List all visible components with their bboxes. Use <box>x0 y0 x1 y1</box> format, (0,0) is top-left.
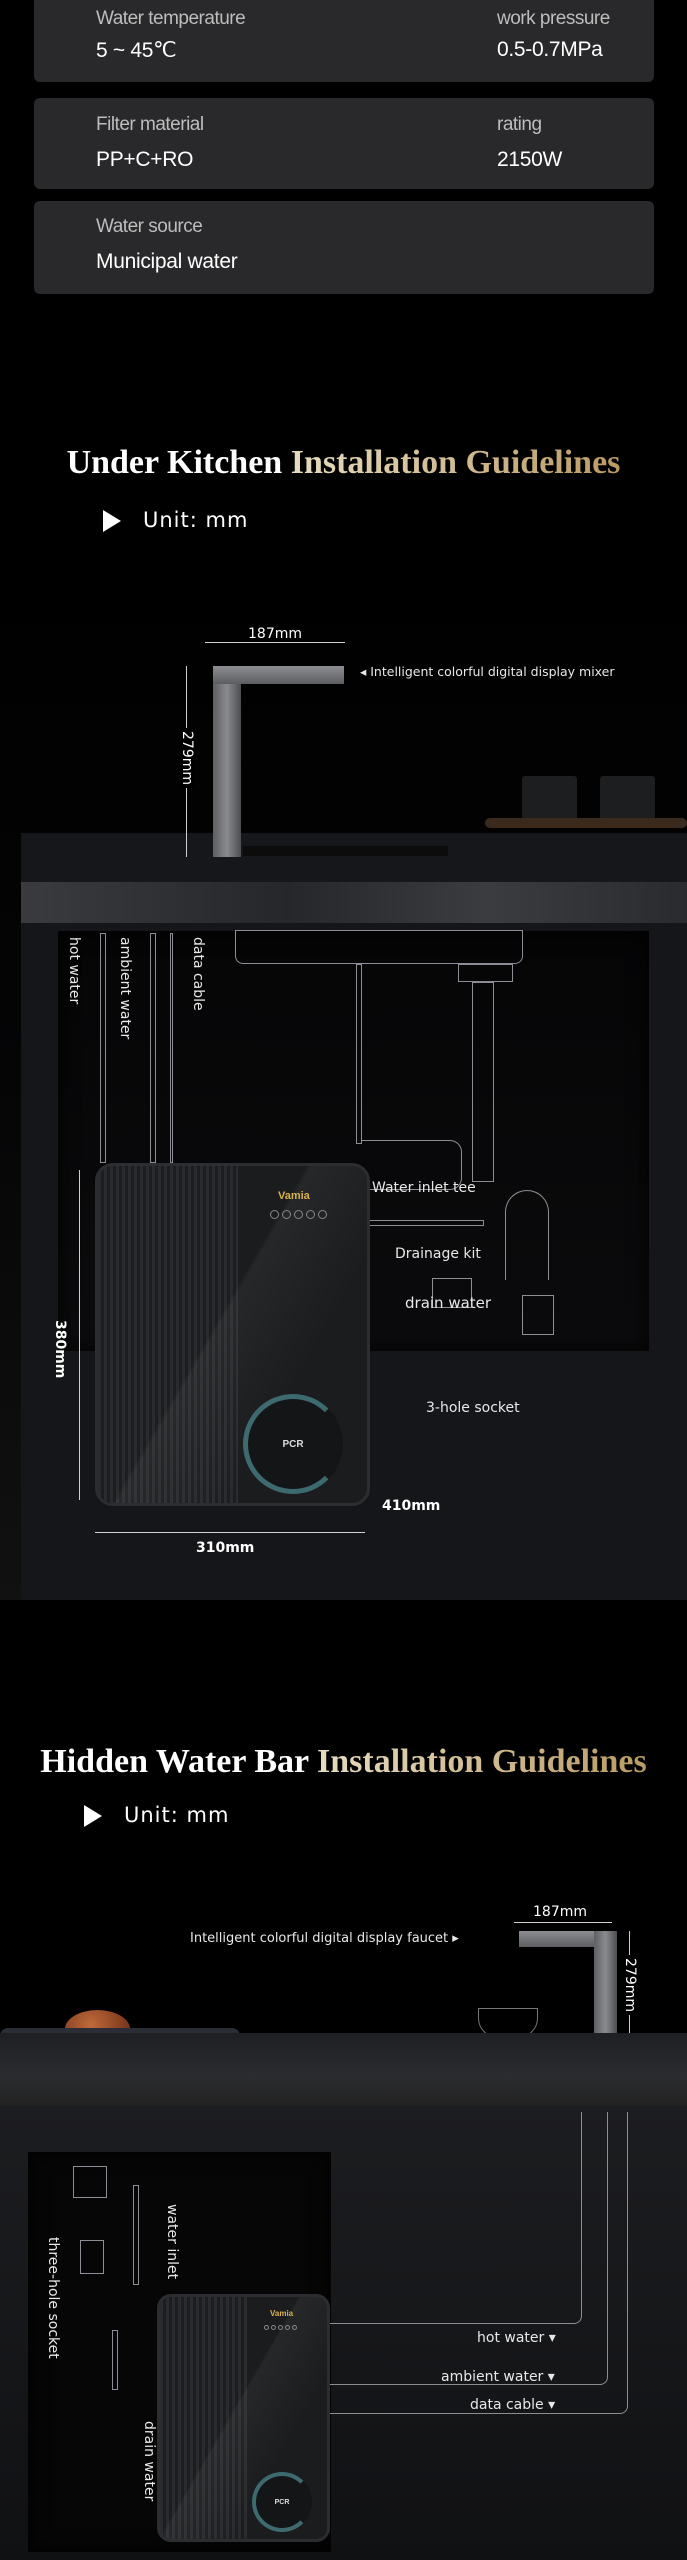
spec-label: Water source <box>96 216 203 237</box>
ambient-water-label: ambient water <box>117 937 133 1040</box>
spec-label: work pressure <box>497 8 610 29</box>
ambient-water-pipe <box>330 2112 608 2385</box>
ambient-water-label: ambient water ▾ <box>441 2369 555 2385</box>
depth-dim: 410mm <box>382 1498 441 1514</box>
drain-pipe <box>112 2330 118 2390</box>
spec-value: PP+C+RO <box>96 148 194 171</box>
spec-value: Municipal water <box>96 250 238 273</box>
title-white: Under Kitchen <box>66 444 291 481</box>
drain-line <box>364 1220 484 1226</box>
spec-value: 2150W <box>497 148 563 171</box>
inlet-pipe <box>133 2185 139 2285</box>
play-triangle-icon <box>84 1805 102 1827</box>
width-dim: 310mm <box>196 1540 255 1556</box>
spec-value: 5 ~ 45℃ <box>96 39 177 62</box>
mixer-spout <box>213 666 344 684</box>
water-purifier-unit: Vamia PCR <box>95 1163 370 1506</box>
faucet-height-dim: 279mm <box>622 1955 638 2015</box>
inlet-pipe <box>356 964 362 1144</box>
water-purifier-unit: Vamia PCR <box>157 2294 330 2542</box>
hot-water-label: hot water <box>66 937 82 1005</box>
pcr-dial: PCR <box>252 2472 312 2532</box>
spec-card-water-source: Water source Municipal water <box>34 201 654 294</box>
dim-line <box>514 1922 612 1923</box>
title-gold: Installation Guidelines <box>290 444 621 481</box>
tray <box>485 818 687 828</box>
p-trap <box>505 1190 549 1280</box>
unit-stripes <box>98 1166 238 1503</box>
control-buttons <box>264 2325 297 2330</box>
spec-card-filter-rating: Filter material PP+C+RO rating 2150W <box>34 98 654 189</box>
unit-note: Unit: mm <box>103 508 248 532</box>
hot-water-label: hot water ▾ <box>477 2330 556 2346</box>
display-faucet <box>594 1931 617 2033</box>
drain-box <box>522 1295 554 1335</box>
unit-stripes <box>160 2297 247 2539</box>
under-kitchen-title: Under Kitchen Installation Guidelines <box>0 444 687 482</box>
drainage-kit-label: Drainage kit <box>395 1246 481 1262</box>
spec-value: 0.5-0.7MPa <box>497 38 603 61</box>
water-bar-scene: 187mm 279mm Intelligent colorful digital… <box>0 1880 687 2560</box>
data-cable-label: data cable ▾ <box>470 2397 556 2413</box>
socket-icon <box>73 2166 107 2198</box>
height-dim: 380mm <box>52 1320 68 1379</box>
faucet-width-dim: 187mm <box>533 1904 587 1920</box>
countertop <box>0 2033 687 2106</box>
faucet-label: Intelligent colorful digital display fau… <box>190 1931 459 1946</box>
faucet-width-dim: 187mm <box>248 626 302 642</box>
pcr-dial: PCR <box>243 1394 343 1494</box>
unit-text: Unit: mm <box>124 1803 230 1827</box>
cup <box>522 776 577 820</box>
title-white: Hidden Water Bar <box>40 1743 318 1780</box>
ambient-water-pipe <box>150 933 156 1163</box>
hot-water-pipe <box>100 933 106 1163</box>
drain-water-label: drain water <box>405 1294 492 1312</box>
socket-label: 3-hole socket <box>426 1400 520 1416</box>
drain-water-label: drain water <box>141 2421 157 2502</box>
unit-note: Unit: mm <box>84 1803 229 1827</box>
sink-drain <box>458 964 513 982</box>
drain-grate <box>243 846 448 856</box>
drain-pipe <box>472 982 494 1182</box>
play-triangle-icon <box>103 510 121 532</box>
mixer-faucet <box>213 666 241 857</box>
water-bar-title: Hidden Water Bar Installation Guidelines <box>0 1743 687 1781</box>
countertop <box>21 833 687 883</box>
cup <box>600 776 655 820</box>
dim-line <box>205 642 345 643</box>
display-faucet-spout <box>519 1931 617 1947</box>
data-cable-line <box>330 2112 628 2414</box>
brand-logo: Vamia <box>278 1190 310 1202</box>
data-cable-line <box>170 933 173 1163</box>
dim-line <box>79 1170 80 1500</box>
hot-water-pipe <box>330 2112 582 2324</box>
spec-label: Filter material <box>96 114 204 135</box>
spec-card-temperature-pressure: Water temperature 5 ~ 45℃ work pressure … <box>34 0 654 82</box>
water-inlet-tee-label: Water inlet tee <box>372 1180 476 1196</box>
dim-line <box>95 1532 365 1533</box>
mixer-label: ◂ Intelligent colorful digital display m… <box>360 664 615 679</box>
marble-edge <box>21 882 687 923</box>
spec-label: Water temperature <box>96 8 246 29</box>
socket-icon <box>432 1278 472 1308</box>
faucet-height-dim: 279mm <box>179 728 195 788</box>
water-inlet-label: water inlet <box>164 2204 180 2280</box>
power-adapter <box>80 2240 104 2274</box>
socket-label: three-hole socket <box>45 2237 61 2359</box>
control-buttons <box>270 1210 327 1219</box>
data-cable-label: data cable <box>190 937 206 1011</box>
unit-text: Unit: mm <box>143 508 249 532</box>
spec-label: rating <box>497 114 542 135</box>
title-gold: Installation Guidelines <box>317 1743 647 1780</box>
kitchen-scene: 187mm 279mm ◂ Intelligent colorful digit… <box>0 560 687 1600</box>
brand-logo: Vamia <box>270 2309 294 2318</box>
sink-basin <box>235 930 523 964</box>
inlet-loop <box>362 1140 462 1190</box>
